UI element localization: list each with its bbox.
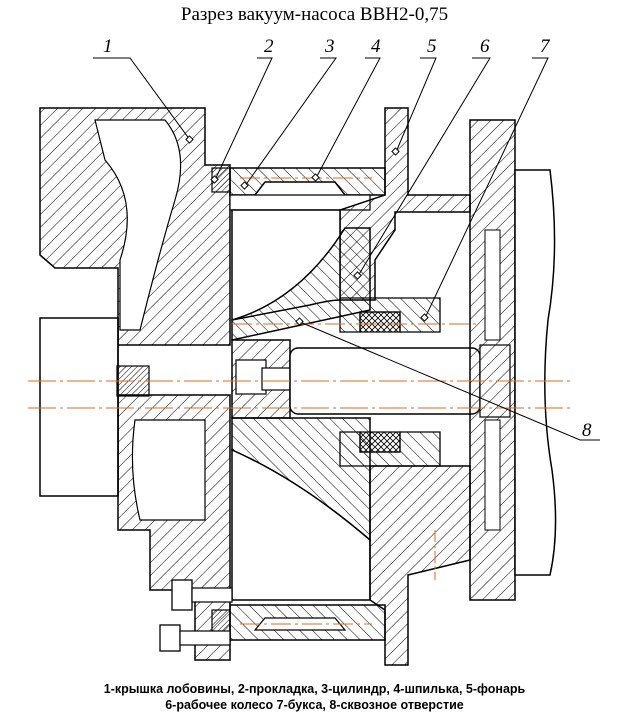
- hub-nut: [235, 359, 267, 395]
- callout-1: 1: [103, 36, 113, 57]
- bolt-shank-2: [179, 630, 231, 646]
- leader-3: [244, 57, 337, 187]
- impeller-upper-hatch: [231, 227, 371, 341]
- leader-markers: [185, 135, 429, 326]
- diagram-title: Разрез вакуум-насоса ВВН2-0,75: [180, 4, 449, 25]
- cover-lower-cavity: [131, 419, 206, 521]
- leader-8: [299, 321, 600, 441]
- leader-7: [424, 57, 549, 319]
- legend-line-2: 6-рабочее колесо 7-букса, 8-сквозное отв…: [165, 698, 464, 712]
- hub-washer: [261, 367, 291, 391]
- cover-upper-cavity: [94, 119, 182, 331]
- callout-3: 3: [324, 36, 335, 57]
- flange-cavity-bottom: [484, 419, 501, 531]
- callout-7: 7: [540, 36, 551, 57]
- cylinder-top: [229, 167, 386, 196]
- motor-body: [514, 169, 557, 576]
- bushing-housing-upper: [339, 297, 441, 333]
- flange-cavity-top: [484, 229, 501, 341]
- bushing-upper: [359, 311, 401, 333]
- legend-line-1: 1-крышка лобовины, 2-прокладка, 3-цилинд…: [103, 682, 526, 696]
- leader-5: [395, 57, 437, 153]
- callout-8: 8: [582, 420, 592, 441]
- callout-6: 6: [480, 36, 490, 57]
- callout-5: 5: [427, 36, 437, 57]
- callout-2: 2: [264, 36, 274, 57]
- bolt-head-2: [159, 624, 181, 652]
- callout-4: 4: [371, 36, 381, 57]
- cylinder-bottom-inner: [253, 617, 347, 631]
- leader-lines: [93, 57, 600, 441]
- leader-6: [357, 57, 491, 277]
- leader-1: [93, 57, 191, 141]
- bolt-shank-1: [191, 587, 233, 603]
- leader-4: [315, 57, 381, 179]
- parts-legend: 1-крышка лобовины, 2-прокладка, 3-цилинд…: [0, 681, 629, 713]
- right-flange: [469, 119, 516, 601]
- bolt-head-1: [171, 579, 193, 611]
- flange-block: [39, 317, 119, 497]
- leader-2: [214, 57, 273, 181]
